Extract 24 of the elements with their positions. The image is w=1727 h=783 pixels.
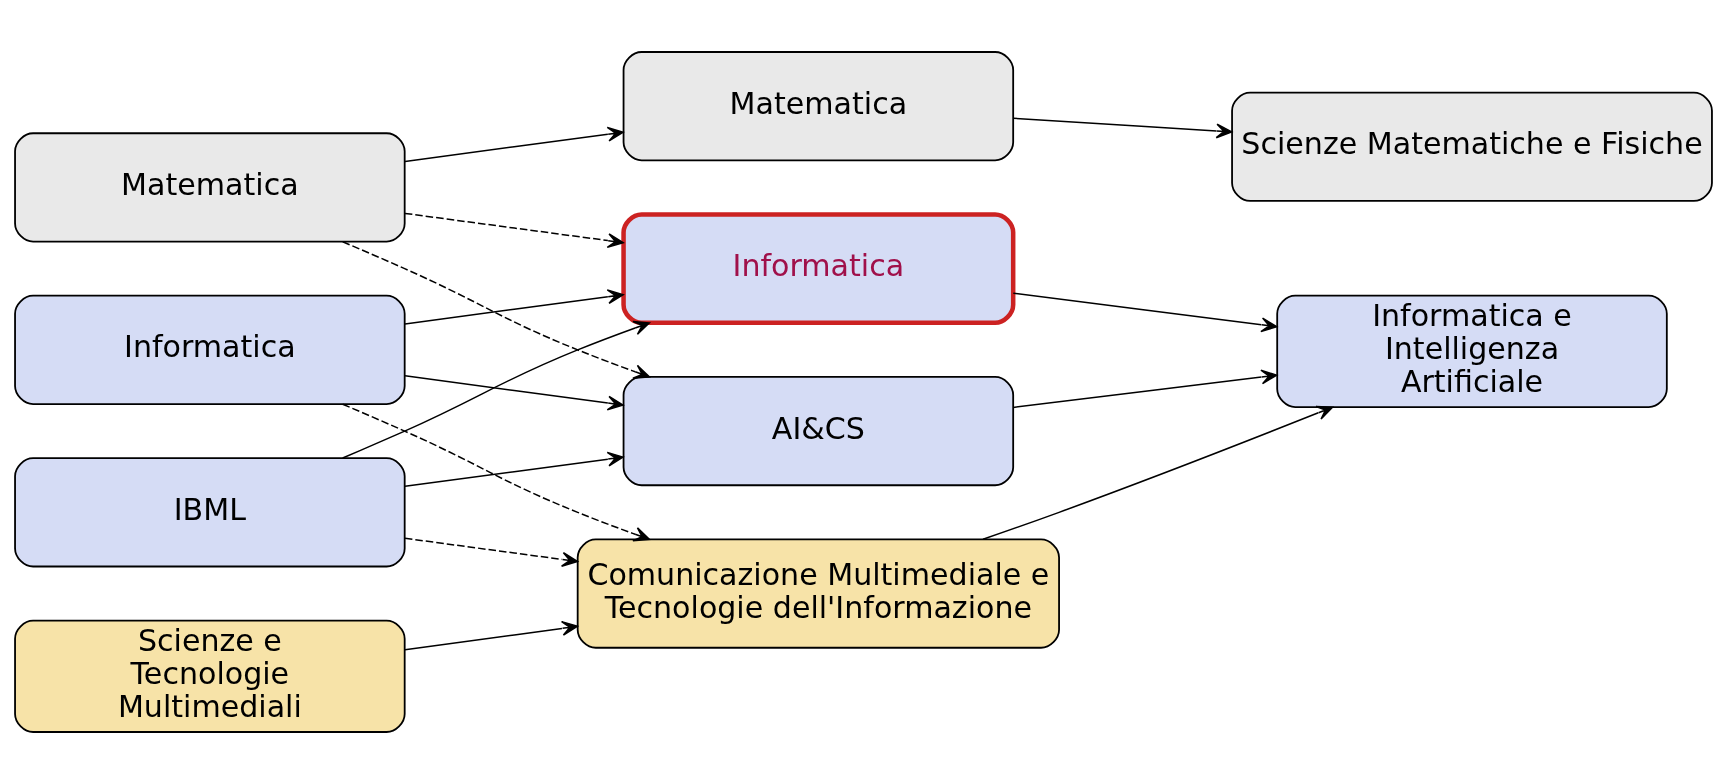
- arrow: [341, 240, 651, 379]
- arrow: [341, 402, 651, 541]
- arrow: [1012, 117, 1233, 138]
- node-box: Matematica: [622, 50, 1015, 161]
- node-box: IBML: [14, 456, 406, 567]
- node-box: Informatica: [14, 294, 406, 405]
- node-box: Matematica: [14, 131, 406, 242]
- arrow: [1012, 292, 1278, 332]
- node-box: Scienze Matematiche e Fisiche: [1231, 91, 1713, 202]
- arrow: [404, 288, 624, 325]
- node-box: Comunicazione Multimediale e Tecnologie dell'Informazione: [576, 538, 1060, 649]
- arrow: [982, 405, 1334, 540]
- arrow: [404, 620, 579, 651]
- arrow: [404, 537, 579, 567]
- arrow: [1012, 369, 1278, 408]
- node-box: Informatica: [621, 211, 1016, 325]
- arrow: [404, 212, 624, 248]
- arrow: [404, 451, 624, 487]
- arrow: [404, 126, 624, 162]
- arrow: [341, 320, 651, 459]
- arrow: [404, 374, 624, 411]
- node-box: Scienze e Tecnologie Multimediali: [14, 619, 406, 733]
- node-box: AI&CS: [622, 375, 1015, 486]
- node-box: Informatica e Intelligenza Artificiale: [1276, 294, 1668, 408]
